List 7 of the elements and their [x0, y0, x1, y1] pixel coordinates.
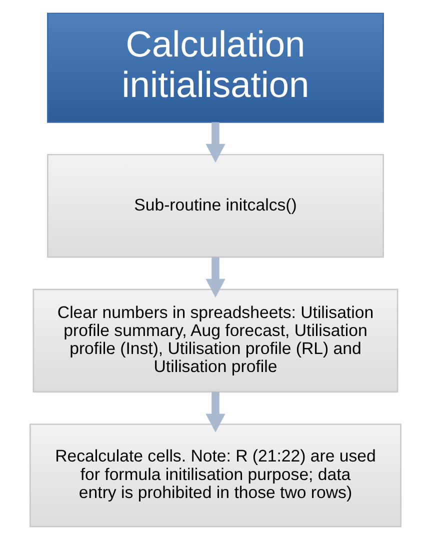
arrow — [205, 257, 225, 298]
node-box: Calculation initialisation — [46, 12, 384, 123]
arrow — [205, 122, 225, 163]
arrow — [205, 392, 225, 432]
node-box: Sub-routine initcalcs() — [46, 154, 384, 258]
node-box: Clear numbers in spreadsheets: Utilisation profile summary, Aug forecast, Utilisation profile (Inst), Utilisation profile (RL) and Utilisation profile — [32, 288, 398, 392]
node-box: Recalculate cells. Note: R (21:22) are used for formula initilisation purpose; data entry is prohibited in those two rows) — [29, 424, 401, 528]
